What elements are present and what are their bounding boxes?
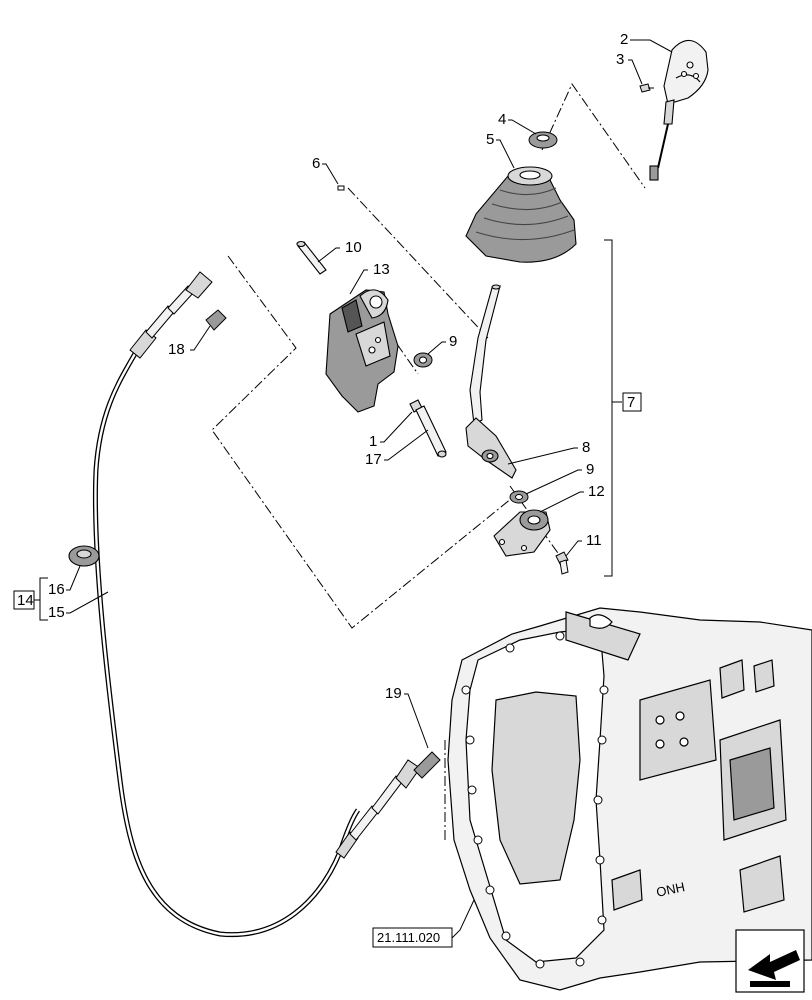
casting-mark: ONH [655, 879, 686, 900]
callout-16: 16 [48, 581, 65, 598]
leader-11 [565, 540, 582, 557]
control-cable [92, 271, 421, 938]
callout-15: 15 [48, 604, 65, 621]
leader-9-upper [427, 341, 446, 355]
callout-9-lower: 9 [586, 461, 594, 478]
leader-17 [384, 429, 429, 461]
arrow-icon[interactable] [735, 929, 805, 993]
callout-3: 3 [616, 51, 624, 68]
leader-18 [190, 325, 211, 351]
leader-16 [66, 565, 81, 591]
reference-box [372, 927, 453, 948]
clip-19 [413, 751, 441, 779]
callout-8: 8 [582, 439, 590, 456]
callout-6: 6 [312, 155, 320, 172]
callout-19: 19 [385, 685, 402, 702]
bolt-17 [409, 399, 447, 458]
pivot-support-12 [493, 509, 551, 557]
leader-9-lower [525, 469, 582, 495]
callout-10: 10 [345, 239, 362, 256]
gear-knob [649, 39, 709, 181]
leader-3 [628, 59, 643, 85]
leader-2 [630, 39, 673, 53]
callout-13: 13 [373, 261, 390, 278]
pin-10 [296, 240, 327, 275]
pin-assembly-line [347, 187, 489, 339]
gear-lever [465, 284, 517, 479]
grommet-16 [68, 545, 100, 567]
callout-7: 7 [627, 394, 635, 411]
washer-4 [528, 131, 558, 149]
clip-18 [205, 309, 227, 331]
transmission-housing [447, 607, 812, 991]
washer-9-lower [509, 490, 529, 504]
callout-4: 4 [498, 111, 506, 128]
callout-18: 18 [168, 341, 185, 358]
leader-8 [507, 447, 578, 465]
group-7-bracket [604, 239, 622, 577]
leader-lines [66, 39, 673, 939]
leader-ref [451, 899, 475, 939]
callout-box-7 [622, 392, 642, 412]
screw-3 [639, 83, 654, 93]
knob-assembly-line [541, 82, 646, 189]
callout-17: 17 [365, 451, 382, 468]
reference-label[interactable]: 21.111.020 [377, 930, 440, 945]
bolt-11 [555, 551, 569, 575]
leader-15 [66, 591, 109, 614]
rubber-boot [465, 166, 577, 263]
leader-19 [404, 693, 429, 749]
callout-11: 11 [586, 532, 602, 549]
callout-1: 1 [369, 433, 377, 450]
leader-13 [349, 269, 368, 295]
leader-5 [496, 139, 515, 169]
leader-12 [539, 491, 584, 513]
cable-assembly-line [211, 255, 513, 629]
callout-14: 14 [17, 592, 34, 609]
callout-labels: 2 3 4 5 6 10 13 9 7 1 17 8 9 12 11 18 14… [17, 31, 635, 702]
callout-9-upper: 9 [449, 333, 457, 350]
callout-12: 12 [588, 483, 605, 500]
pin-6 [337, 185, 345, 191]
leader-1 [380, 411, 413, 443]
washer-9-upper [413, 352, 433, 368]
leader-4 [508, 119, 537, 135]
callout-2: 2 [620, 31, 628, 48]
leader-10 [317, 247, 340, 263]
bracket-13 [325, 289, 399, 413]
leader-6 [322, 163, 339, 185]
group-14-bracket [13, 577, 48, 621]
callout-5: 5 [486, 131, 494, 148]
